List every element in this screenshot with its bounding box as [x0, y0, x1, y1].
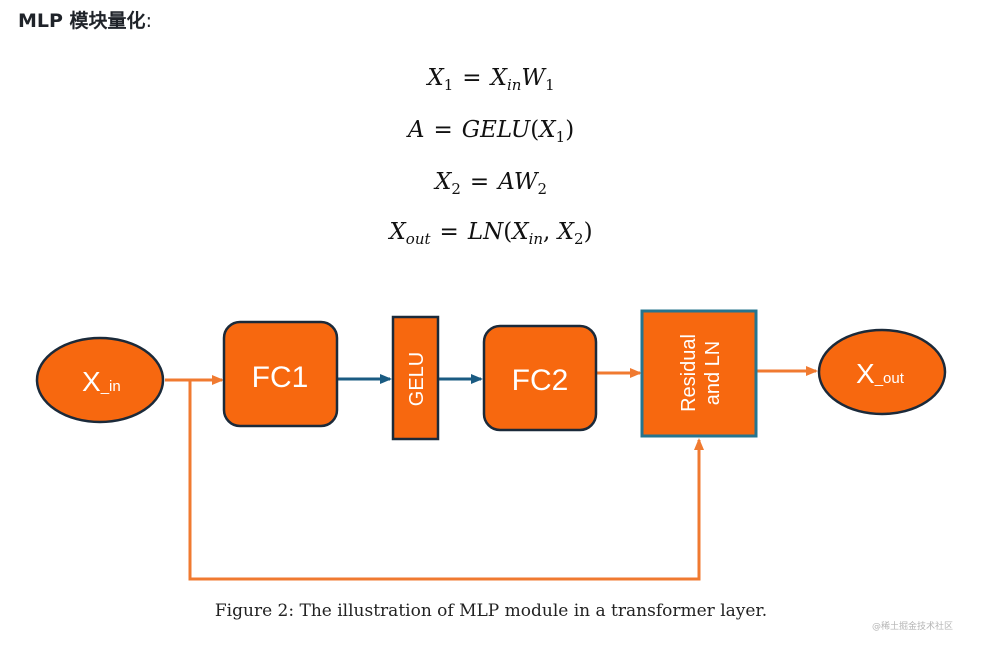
- output-label: X_out: [856, 358, 905, 389]
- eq1-equals: =: [462, 65, 482, 91]
- eq1-r2-base: W: [521, 65, 546, 91]
- eq3-r-sub: 2: [537, 180, 548, 198]
- equation-3: X2=AW2: [0, 167, 982, 197]
- equation-2: A = GELU(X1): [0, 115, 982, 145]
- eq1-lhs-sub: 1: [443, 76, 454, 94]
- eq4-b-base: X: [557, 219, 575, 245]
- eq4-b-sub: 2: [574, 230, 584, 248]
- eq4-close-paren: ): [583, 219, 593, 245]
- watermark: @稀土掘金技术社区: [872, 622, 954, 632]
- fc1-label: FC1: [252, 361, 309, 394]
- input-node: [35, 336, 165, 424]
- eq2-open-paren: (: [530, 117, 540, 143]
- eq4-func: LN: [467, 219, 504, 245]
- eq1-r2-sub: 1: [545, 76, 555, 94]
- eq3-lhs-sub: 2: [451, 180, 461, 198]
- eq4-lhs-base: X: [389, 219, 406, 245]
- fc2-box: [482, 324, 598, 432]
- heading-colon: :: [145, 10, 152, 32]
- gelu-label: GELU: [406, 352, 428, 406]
- eq4-open-paren: (: [503, 219, 513, 245]
- eq1-lhs-base: X: [427, 65, 444, 91]
- residual-label-line1: Residual: [678, 334, 700, 412]
- eq4-a-sub: in: [528, 230, 544, 248]
- eq2-func: GELU: [461, 117, 531, 143]
- input-label: X_in: [82, 366, 121, 397]
- equation-1: X1=XinW1: [0, 63, 982, 93]
- eq3-r-base: AW: [498, 169, 538, 195]
- eq4-lhs-sub: out: [405, 230, 431, 248]
- section-heading: MLP 模块量化:: [18, 6, 152, 33]
- fc2-label: FC2: [512, 364, 569, 397]
- eq3-lhs-base: X: [434, 169, 452, 195]
- heading-title: MLP 模块量化: [18, 10, 146, 32]
- residual-ln-text: Residual and LN: [678, 334, 724, 412]
- eq1-r1-sub: in: [506, 76, 522, 94]
- eq2-equals: =: [433, 117, 453, 143]
- fc1-box: [222, 320, 339, 428]
- eq1-r1-base: X: [490, 65, 507, 91]
- equation-4: Xout=LN(Xin, X2): [0, 217, 982, 247]
- eq2-lhs: A: [407, 117, 425, 143]
- eq2-close-paren: ): [565, 117, 575, 143]
- eq4-equals: =: [439, 219, 459, 245]
- eq2-arg-sub: 1: [555, 128, 566, 146]
- eq2-arg-base: X: [539, 117, 556, 143]
- residual-label-line2: and LN: [702, 341, 724, 406]
- eq4-comma: ,: [543, 219, 551, 245]
- gelu-box: [391, 315, 440, 441]
- skip-connection-arrow: [188, 380, 704, 581]
- figure-caption: Figure 2: The illustration of MLP module…: [214, 601, 768, 621]
- eq4-a-base: X: [512, 219, 529, 245]
- eq3-equals: =: [469, 169, 490, 195]
- residual-ln-box: [640, 309, 758, 438]
- output-node: [817, 328, 947, 416]
